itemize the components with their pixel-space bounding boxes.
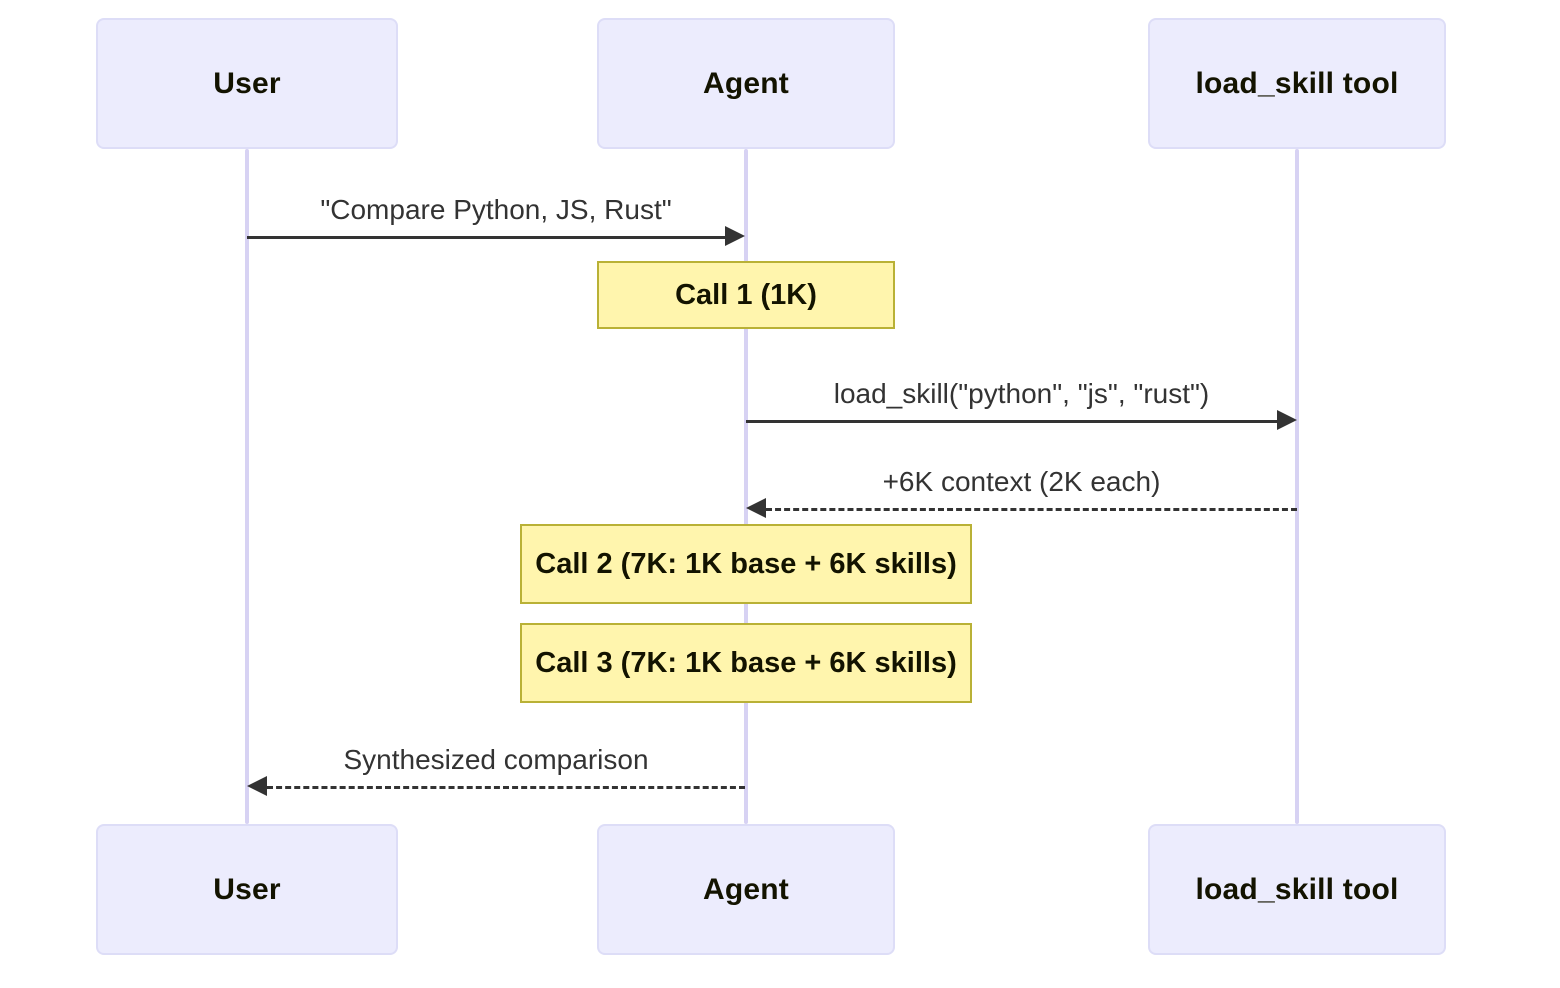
actor-label-user-bottom: User xyxy=(213,872,281,906)
arrowhead-right-icon xyxy=(725,226,745,246)
actor-box-user-bottom[interactable]: User xyxy=(96,824,398,955)
message-label: load_skill("python", "js", "rust") xyxy=(833,378,1210,409)
actor-label-agent-top: Agent xyxy=(703,66,789,100)
arrowhead-left-icon xyxy=(247,776,267,796)
actor-box-agent-bottom[interactable]: Agent xyxy=(597,824,895,955)
note-call-1[interactable]: Call 1 (1K) xyxy=(597,261,895,329)
note-label: Call 2 (7K: 1K base + 6K skills) xyxy=(535,547,957,580)
lifeline-tool xyxy=(1295,149,1299,824)
note-call-3[interactable]: Call 3 (7K: 1K base + 6K skills) xyxy=(520,623,972,703)
arrowhead-left-icon xyxy=(746,498,766,518)
lifeline-user xyxy=(245,149,249,824)
message-line xyxy=(247,236,725,239)
actor-label-user-top: User xyxy=(213,66,281,100)
message-line xyxy=(746,420,1277,423)
note-call-2[interactable]: Call 2 (7K: 1K base + 6K skills) xyxy=(520,524,972,604)
actor-box-tool-top[interactable]: load_skill tool xyxy=(1148,18,1446,149)
actor-box-user-top[interactable]: User xyxy=(96,18,398,149)
message-line xyxy=(267,786,745,789)
message-line xyxy=(766,508,1297,511)
actor-box-agent-top[interactable]: Agent xyxy=(597,18,895,149)
arrowhead-right-icon xyxy=(1277,410,1297,430)
lifeline-agent xyxy=(744,149,748,824)
actor-box-tool-bottom[interactable]: load_skill tool xyxy=(1148,824,1446,955)
message-label: "Compare Python, JS, Rust" xyxy=(320,194,672,225)
actor-label-tool-bottom: load_skill tool xyxy=(1195,872,1399,906)
note-label: Call 3 (7K: 1K base + 6K skills) xyxy=(535,646,957,679)
actor-label-tool-top: load_skill tool xyxy=(1195,66,1399,100)
message-label: Synthesized comparison xyxy=(343,744,649,775)
message-label: +6K context (2K each) xyxy=(882,466,1161,497)
actor-label-agent-bottom: Agent xyxy=(703,872,789,906)
note-label: Call 1 (1K) xyxy=(675,278,817,311)
